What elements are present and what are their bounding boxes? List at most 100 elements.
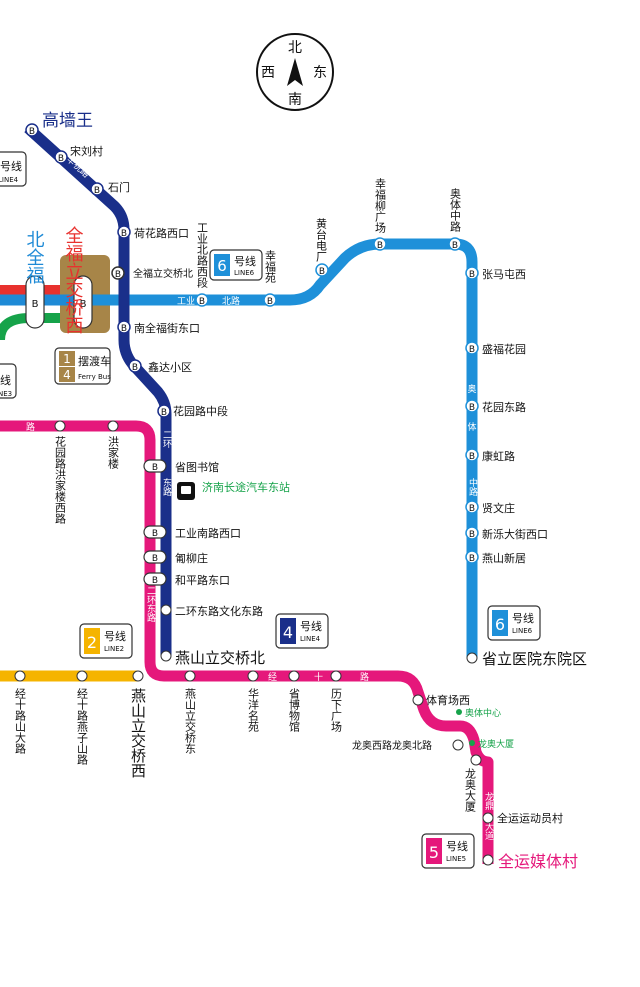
station-dot[interactable]: [160, 650, 172, 662]
station-marker-B[interactable]: B: [157, 404, 171, 418]
landmark-dot: [469, 740, 475, 746]
station-label: 洪家楼: [107, 435, 120, 470]
svg-text:1: 1: [63, 352, 71, 366]
line4-road-label: 东路: [161, 477, 172, 497]
station-marker-B[interactable]: B: [448, 237, 462, 251]
line6-road-label: 奥: [467, 383, 476, 395]
svg-text:B: B: [267, 297, 273, 307]
svg-text:LINE6: LINE6: [234, 269, 255, 277]
station-marker-B[interactable]: B: [54, 150, 68, 164]
station-label: 龙奥西路龙奥北路: [352, 739, 432, 752]
station-marker-B[interactable]: B: [143, 550, 167, 564]
station-marker-B[interactable]: B: [111, 266, 125, 280]
svg-text:B: B: [469, 504, 475, 514]
station-marker-B[interactable]: B: [128, 359, 142, 373]
station-label: 高墙王: [42, 111, 93, 131]
station-label: 龙奥大厦: [464, 768, 477, 812]
svg-text:摆渡车: 摆渡车: [78, 354, 111, 368]
station-label: 省图书馆: [175, 460, 219, 474]
svg-text:4: 4: [283, 623, 293, 642]
station-dot[interactable]: [54, 420, 66, 432]
station-marker-B[interactable]: B: [465, 550, 479, 564]
station-marker-B[interactable]: B: [117, 225, 131, 239]
station-marker-B[interactable]: B: [315, 263, 329, 277]
svg-text:号线: 号线: [512, 611, 534, 625]
station-label: 幸福柳广场: [374, 178, 387, 234]
station-dot[interactable]: [247, 670, 259, 682]
station-label: 燕山立交桥西: [129, 688, 147, 778]
station-marker-B[interactable]: B: [90, 182, 104, 196]
station-marker-B[interactable]: B: [465, 266, 479, 280]
station-marker-B[interactable]: B: [143, 525, 167, 539]
landmark-dot: [456, 709, 462, 715]
svg-text:B: B: [469, 530, 475, 540]
line6-road-label: 体: [467, 421, 476, 433]
station-dot[interactable]: [76, 670, 88, 682]
transfer-capsule-middle: [73, 275, 93, 329]
station-dot[interactable]: [288, 670, 300, 682]
ferry-bus-badge: 1 4 摆渡车 Ferry Bus: [54, 347, 111, 385]
svg-text:B: B: [132, 363, 138, 373]
station-dot[interactable]: [184, 670, 196, 682]
station-marker-B[interactable]: B: [143, 459, 167, 473]
svg-text:B: B: [469, 554, 475, 564]
station-dot[interactable]: [466, 652, 478, 664]
station-dot[interactable]: [330, 670, 342, 682]
line6-road-label: 中路: [467, 477, 478, 497]
station-dot[interactable]: [132, 670, 144, 682]
station-label: 花园路洪家楼西路: [54, 436, 67, 525]
station-marker-B[interactable]: B: [465, 500, 479, 514]
transfer-capsule-north: [25, 275, 45, 329]
station-marker-B[interactable]: B: [465, 448, 479, 462]
line5-road-label: 十: [314, 671, 323, 683]
svg-text:B: B: [152, 529, 158, 539]
line5-road-label: 经: [268, 671, 277, 683]
station-label: 宋刘村: [70, 144, 103, 158]
station-dot[interactable]: [107, 420, 119, 432]
svg-text:B: B: [377, 241, 383, 251]
svg-text:B: B: [115, 270, 121, 280]
station-marker-B[interactable]: B: [263, 293, 277, 307]
station-marker-B[interactable]: B: [373, 237, 387, 251]
svg-text:线: 线: [0, 373, 11, 387]
line6-road-label: 北路: [222, 295, 240, 307]
station-dot[interactable]: [482, 854, 494, 866]
compass-west: 西: [261, 65, 275, 81]
svg-text:号线: 号线: [446, 839, 468, 853]
station-dot[interactable]: [14, 670, 26, 682]
station-marker-B[interactable]: B: [143, 572, 167, 586]
station-label: 经十路山大路: [14, 688, 27, 755]
station-dot[interactable]: [452, 739, 464, 751]
svg-text:号线: 号线: [234, 254, 256, 268]
line4-path: [24, 123, 172, 656]
station-label: 全运运动员村: [497, 811, 563, 825]
station-marker-B[interactable]: B: [25, 123, 39, 137]
north-arrow-icon: [287, 58, 303, 86]
line5-road-label: 路: [26, 421, 35, 433]
svg-text:B: B: [161, 408, 167, 418]
station-dot[interactable]: [482, 812, 494, 824]
svg-text:B: B: [152, 576, 158, 586]
station-marker-B[interactable]: B: [195, 293, 209, 307]
svg-text:5: 5: [429, 843, 439, 862]
station-label: 幸福苑: [264, 250, 277, 284]
svg-text:B: B: [121, 229, 127, 239]
station-label: 张马屯西: [482, 268, 526, 281]
svg-text:B: B: [469, 403, 475, 413]
station-dot[interactable]: [160, 604, 172, 616]
station-marker-B[interactable]: B: [117, 320, 131, 334]
station-dot[interactable]: [470, 754, 482, 766]
svg-text:Ferry Bus: Ferry Bus: [78, 373, 111, 381]
station-marker-B[interactable]: B: [465, 399, 479, 413]
station-label: 工业南路西口: [175, 527, 241, 540]
compass-north: 北: [288, 40, 302, 56]
station-marker-B[interactable]: B: [465, 341, 479, 355]
edge-line3-badge: 线 NE3: [0, 363, 17, 399]
line5-road-label: 大道: [483, 821, 494, 841]
svg-text:LINE4: LINE4: [0, 176, 19, 184]
svg-text:NE3: NE3: [0, 390, 12, 398]
station-dot[interactable]: [412, 694, 424, 706]
station-label: 华洋名苑: [247, 687, 260, 733]
station-marker-B[interactable]: B: [465, 526, 479, 540]
bus-station-label: 济南长途汽车东站: [202, 480, 290, 494]
